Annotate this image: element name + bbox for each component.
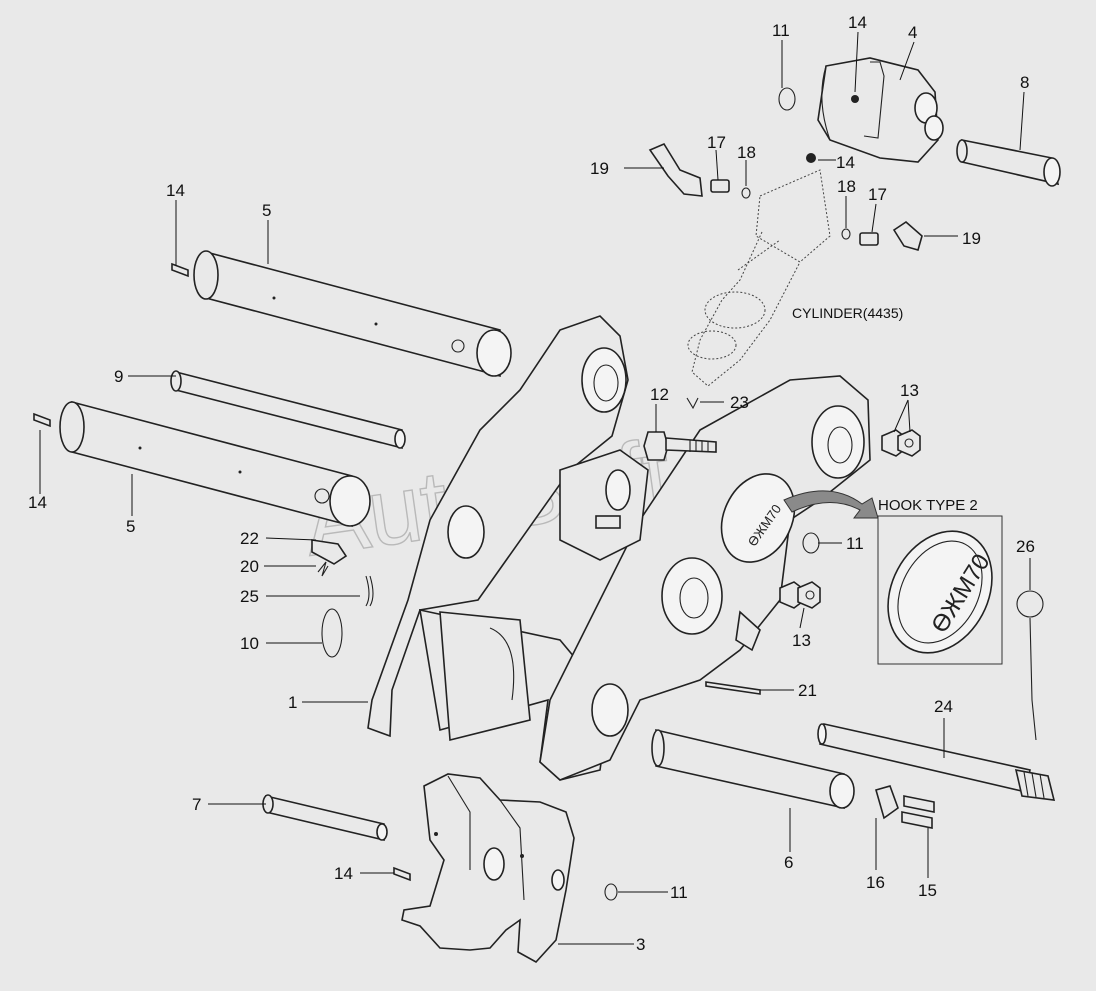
leader-lines — [39, 31, 1031, 945]
cylinder-caption: CYLINDER(4435) — [792, 305, 903, 321]
callout-17: 17 — [707, 133, 726, 152]
callout-19-right: 19 — [962, 229, 981, 248]
callout-23: 23 — [730, 393, 749, 412]
part-11-oring-top — [778, 87, 796, 111]
part-1-coupler-frame: ӨЖМ70 — [367, 315, 871, 781]
part-3-hook — [401, 773, 575, 964]
callout-24: 24 — [934, 697, 953, 716]
part-14-fitting-pin5-lower — [33, 412, 51, 428]
part-8-pin — [956, 139, 1061, 187]
part-24-lock-pin — [817, 723, 1056, 801]
part-13-nuts-upper — [881, 429, 921, 457]
part-14-fitting-hook — [393, 866, 411, 882]
part-25-pin — [365, 575, 374, 607]
part-15-bolts — [901, 795, 935, 829]
callout-14-cyl: 14 — [836, 153, 855, 172]
callout-5-lower: 5 — [126, 517, 135, 536]
callout-7: 7 — [192, 795, 201, 814]
part-14-fitting-pin5 — [171, 262, 189, 278]
callout-14-lower: 14 — [28, 493, 47, 512]
cylinder-phantom — [687, 169, 831, 387]
callout-3: 3 — [636, 935, 645, 954]
callout-15: 15 — [918, 881, 937, 900]
callout-8: 8 — [1020, 73, 1029, 92]
callout-13-upper: 13 — [900, 381, 919, 400]
part-18-seal-left — [741, 187, 751, 199]
callout-18: 18 — [737, 143, 756, 162]
part-17-adapter-left — [710, 179, 730, 193]
part-5-pin-upper — [193, 250, 512, 378]
part-20-spring — [317, 561, 329, 577]
callout-1: 1 — [288, 693, 297, 712]
inset-title: HOOK TYPE 2 — [878, 497, 978, 514]
part-12-bolt — [643, 431, 717, 461]
hook-type-2-inset: HOOK TYPE 2 ӨЖМ70 — [877, 497, 1003, 665]
callout-13-lower: 13 — [792, 631, 811, 650]
part-13-nuts-lower — [779, 581, 821, 609]
part-4-bracket — [817, 57, 944, 163]
callout-21: 21 — [798, 681, 817, 700]
part-11-oring-bottom — [604, 883, 618, 901]
callout-22: 22 — [240, 529, 259, 548]
callout-18-right: 18 — [837, 177, 856, 196]
callout-11-mid: 11 — [846, 534, 864, 553]
callout-19: 19 — [590, 159, 609, 178]
part-17-adapter-right — [859, 232, 879, 246]
part-10-snap-ring — [321, 608, 343, 658]
part-6-pin — [651, 728, 855, 809]
part-23-fitting — [686, 397, 699, 410]
callout-16: 16 — [866, 873, 885, 892]
callout-14: 14 — [848, 13, 867, 32]
part-26-ring-chain — [1016, 590, 1044, 741]
callout-9: 9 — [114, 367, 123, 386]
callout-26: 26 — [1016, 537, 1035, 556]
callout-4: 4 — [908, 23, 917, 42]
callout-10: 10 — [240, 634, 259, 653]
callout-20: 20 — [240, 557, 259, 576]
part-14-grease-fitting-cyl — [806, 153, 816, 163]
callout-14-hook: 14 — [334, 864, 353, 883]
part-21-pin — [705, 681, 761, 695]
part-5-pin-lower — [59, 400, 371, 528]
part-19-elbow-left — [648, 142, 703, 197]
callout-11-bottom: 11 — [670, 883, 688, 902]
part-7-pin — [262, 794, 388, 842]
part-9-pin — [170, 370, 406, 450]
callout-5-upper: 5 — [262, 201, 271, 220]
part-16-plate — [875, 785, 899, 820]
callout-17-right: 17 — [868, 185, 887, 204]
part-18-seal-right — [841, 228, 851, 240]
part-11-oring-mid — [802, 532, 820, 554]
callout-11: 11 — [772, 21, 790, 40]
callout-14-pin5: 14 — [166, 181, 185, 200]
callout-6: 6 — [784, 853, 793, 872]
callout-12: 12 — [650, 385, 669, 404]
callout-labels: 11 14 4 8 19 17 18 14 18 17 19 14 5 9 14… — [28, 13, 1035, 954]
part-22-plate — [311, 539, 348, 565]
callout-25: 25 — [240, 587, 259, 606]
part-19-elbow-right — [892, 220, 923, 251]
